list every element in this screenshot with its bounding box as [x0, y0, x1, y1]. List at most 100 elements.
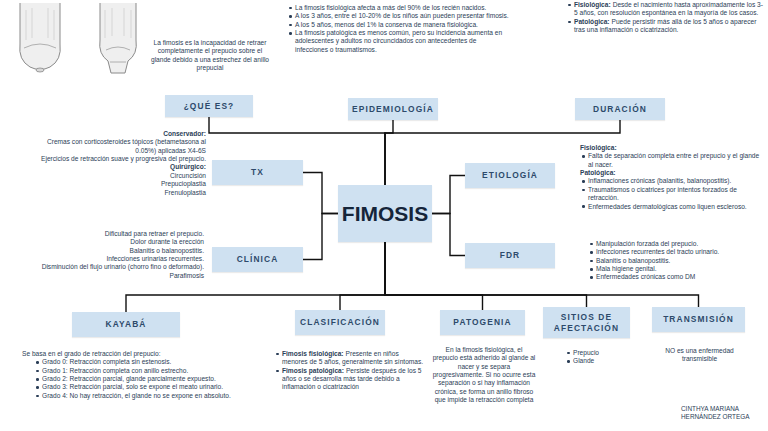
note-body: Fimosis fisiológica:Presente en niños me…: [274, 350, 426, 392]
concept-node: SITIOS DE AFECTACIÓNPrepucioGlande: [543, 307, 630, 338]
bullet-item: Enfermedades crónicas como DM: [588, 273, 764, 281]
note-body: Dificultad para retraer el prepucio.Dolo…: [0, 230, 204, 280]
concept-box: ETIOLOGÍA: [465, 163, 555, 188]
box-title: CLÍNICA: [234, 254, 282, 264]
note-text: Dificultad para retraer el prepucio.: [0, 230, 204, 238]
bullet-item: Grado 3: Retracción parcial, solo se exp…: [34, 383, 314, 391]
bullet-item: Fimosis fisiológica:Presente en niños me…: [274, 350, 426, 367]
concept-box: CLÍNICA: [212, 247, 303, 272]
note-body: Conservador:Cremas con corticosteroides …: [40, 130, 206, 197]
bullet-item: Fimosis patológica:Persiste después de l…: [274, 367, 426, 392]
bullet-item: Prepucio: [565, 349, 635, 357]
bullet-item: Manipulación forzada del prepucio.: [588, 240, 764, 248]
note-body: Fisiológica:Desde el nacimiento hasta ap…: [566, 1, 766, 34]
preputial-ring: [36, 68, 44, 72]
shading-lines: [26, 8, 54, 40]
concept-box: FIMOSIS: [338, 185, 432, 242]
bold-term: Fimosis patológica:: [282, 367, 344, 374]
connector-line: [340, 242, 385, 310]
bullet-item: Grado 4: No hay retracción, el glande no…: [34, 392, 314, 400]
note-body: La fimosis es la incapacidad de retraer …: [150, 39, 270, 72]
bold-heading: Quirúrgico:: [40, 163, 206, 171]
concept-node: FDRManipulación forzada del prepucio.Inf…: [465, 243, 555, 268]
shading-lines: [105, 8, 131, 38]
note-text: Infecciones urinarias recurrentes.: [0, 255, 204, 263]
concept-box: ¿QUÉ ES?: [165, 95, 253, 117]
bullet-item: Grado 0: Retracción completa sin estenos…: [34, 358, 314, 366]
concept-node: PATOGENIAEn la fimosis fisiológica, el p…: [440, 310, 525, 335]
note-text: Dolor durante la erección: [0, 238, 204, 246]
note-text: En la fimosis fisiológica, el prepucio e…: [432, 346, 536, 405]
concept-node: TXConservador:Cremas con corticosteroide…: [212, 160, 303, 185]
bullet-item: A los 5 años, menos del 1% la conserva d…: [287, 21, 509, 29]
concept-node: KAYABÁSe basa en el grado de retracción …: [72, 312, 180, 337]
connector-line: [432, 214, 465, 256]
note-text: Parafimosis: [0, 272, 204, 280]
connector-line: [385, 242, 587, 307]
concept-node: TRANSMISIÓNNO es una enfermedad transmis…: [652, 307, 745, 332]
bullet-item: Glande: [565, 357, 635, 365]
bold-term: Fisiológica:: [574, 1, 611, 8]
connector-line: [209, 117, 385, 185]
bullet-item: Patológica:Puede persistir más allá de l…: [566, 18, 766, 35]
note-text: Prepucioplastia: [40, 180, 206, 188]
concept-node: ETIOLOGÍAFisiológica:Falta de separación…: [465, 163, 555, 188]
bullet-item: Infecciones recurrentes del tracto urina…: [588, 248, 764, 256]
bold-term: Fimosis fisiológica:: [282, 350, 344, 357]
bold-heading: Conservador:: [40, 130, 206, 138]
bullet-item: Mala higiene genital.: [588, 265, 764, 273]
bullet-item: Grado 2: Retracción parcial, glande parc…: [34, 375, 314, 383]
bullet-item: A los 3 años, entre el 10-20% de los niñ…: [287, 12, 509, 20]
bullet-item: Enfermedades dermatológicas como liquen …: [580, 203, 766, 211]
bold-heading: Patológica:: [580, 169, 766, 177]
concept-node: FIMOSIS: [338, 185, 432, 242]
box-title: ETIOLOGÍA: [479, 170, 541, 180]
note-text: Balanitis o balanopostitis.: [0, 247, 204, 255]
concept-box: DURACIÓN: [575, 98, 665, 120]
bullet-item: Grado 1: Retracción completa con anillo …: [34, 367, 314, 375]
note-body: La fimosis fisiológica afecta a más del …: [287, 4, 509, 54]
bullet-item: La fimosis patológica es menos común, pe…: [287, 29, 509, 54]
connector-line: [303, 214, 338, 260]
box-title: SITIOS DE AFECTACIÓN: [543, 312, 630, 332]
concept-box: CLASIFICACIÓN: [295, 310, 385, 335]
note-body: Se basa en el grado de retracción del pr…: [22, 350, 314, 400]
bold-term: Patológica:: [574, 18, 610, 25]
bullet-item: Inflamaciones crónicas (balanitis, balan…: [580, 177, 766, 185]
box-title: TRANSMISIÓN: [660, 314, 737, 324]
anatomy-illustration: [0, 0, 160, 85]
box-title: FDR: [497, 250, 524, 260]
penis-sketch: [100, 3, 137, 73]
glans-line: [106, 47, 130, 62]
bullet-item: La fimosis fisiológica afecta a más del …: [287, 4, 509, 12]
box-title: TX: [248, 167, 267, 177]
concept-box: TRANSMISIÓN: [652, 307, 745, 332]
connector-line: [385, 120, 393, 185]
note-text: Cremas con corticosteroides tópicos (bet…: [40, 138, 206, 155]
concept-box: KAYABÁ: [72, 312, 180, 337]
concept-node: DURACIÓNFisiológica:Desde el nacimiento …: [575, 98, 665, 120]
note-text: NO es una enfermedad transmisible: [652, 347, 747, 364]
concept-node: ¿QUÉ ES?La fimosis es la incapacidad de …: [165, 95, 253, 117]
box-title: FIMOSIS: [339, 201, 431, 226]
box-title: EPIDEMIOLOGÍA: [349, 104, 437, 114]
box-title: PATOGENIA: [450, 317, 514, 327]
note-text: La fimosis es la incapacidad de retraer …: [150, 39, 270, 72]
penis-sketch: [20, 3, 61, 70]
note-body: PrepucioGlande: [565, 349, 635, 366]
concept-box: PATOGENIA: [440, 310, 525, 335]
bullet-item: Fisiológica:Desde el nacimiento hasta ap…: [566, 1, 766, 18]
box-title: ¿QUÉ ES?: [181, 101, 238, 111]
note-body: Manipulación forzada del prepucio.Infecc…: [588, 240, 764, 282]
connector-line: [303, 173, 338, 214]
concept-box: EPIDEMIOLOGÍA: [348, 98, 438, 120]
author-label: CINTHYA MARIANA HERNÁNDEZ ORTEGA: [681, 405, 765, 422]
concept-box: SITIOS DE AFECTACIÓN: [543, 307, 630, 338]
note-body: Fisiológica:Falta de separación completa…: [580, 144, 766, 211]
note-body: En la fimosis fisiológica, el prepucio e…: [432, 346, 536, 405]
note-body: NO es una enfermedad transmisible: [652, 347, 747, 364]
note-text: Se basa en el grado de retracción del pr…: [22, 350, 314, 358]
box-title: CLASIFICACIÓN: [297, 317, 383, 327]
concept-box: TX: [212, 160, 303, 185]
